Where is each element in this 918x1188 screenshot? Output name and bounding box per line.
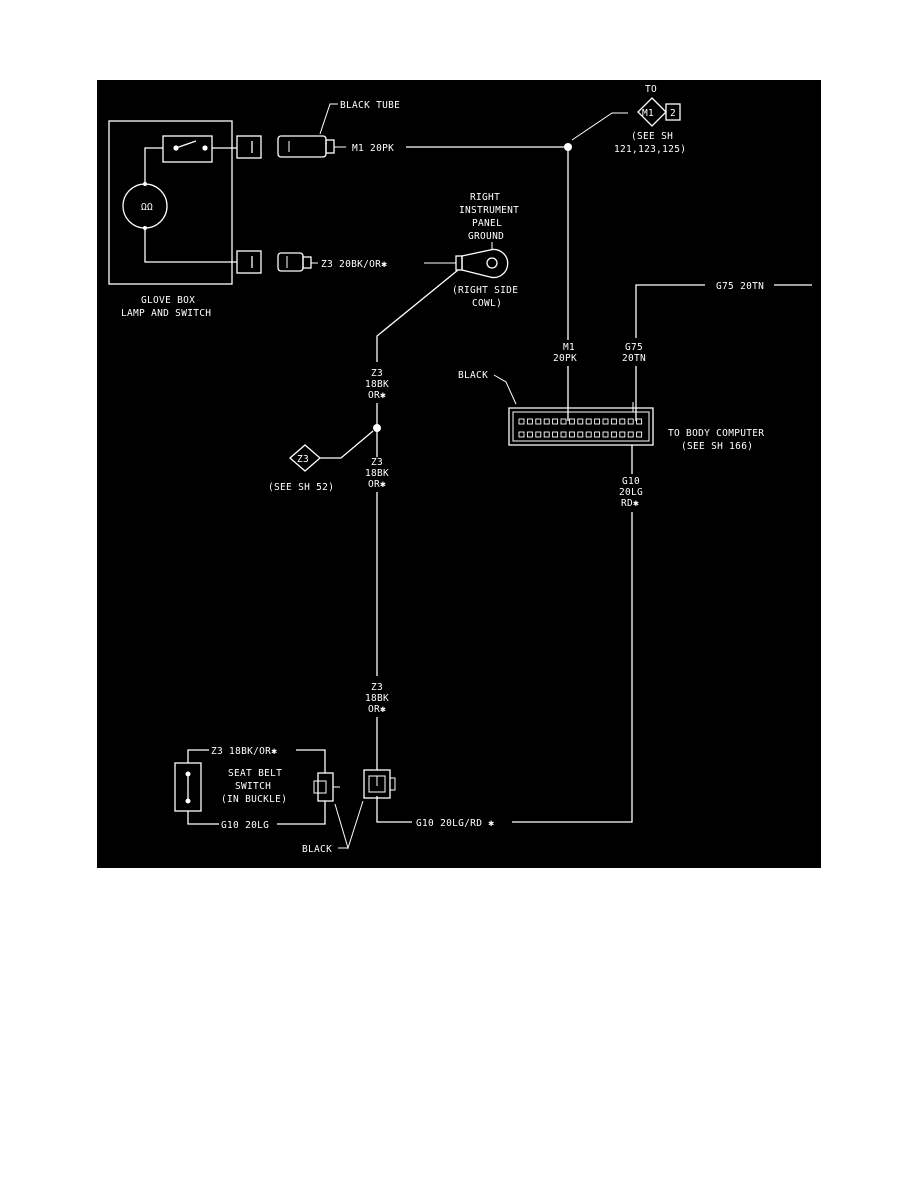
connector-pin (636, 418, 643, 425)
glove-box-assembly: ΩΩ (108, 120, 262, 285)
ground-label-line4: GROUND (468, 231, 504, 242)
seat-belt-label-line3: (IN BUCKLE) (221, 794, 287, 805)
connector-pin (585, 418, 592, 425)
wire-label-z3-b2: 18BK (365, 468, 389, 479)
connector-pin (526, 418, 533, 425)
connector-pin (518, 418, 525, 425)
wire-label-z3-b3: OR✱ (368, 479, 386, 490)
seat-belt-connector-left (313, 772, 340, 802)
connector-pin (535, 418, 542, 425)
diagram-background (97, 80, 821, 868)
connector-pin (594, 418, 601, 425)
to-body-computer-line1: TO BODY COMPUTER (668, 428, 764, 439)
ground-label-line3: PANEL (472, 218, 502, 229)
connector-pin (552, 418, 559, 425)
connector-pin (602, 418, 609, 425)
connector-pin (577, 431, 584, 438)
connector-pin (560, 418, 567, 425)
black-tube-connector (277, 135, 335, 158)
connector-pins-top (518, 418, 643, 425)
z3-diamond-connector (289, 444, 321, 472)
wire-label-z3-18bk-or: Z3 18BK/OR✱ (211, 746, 277, 757)
right-side-cowl-line2: COWL) (472, 298, 502, 309)
ground-eyelet (461, 248, 509, 279)
connector-pin (610, 418, 617, 425)
wire-label-z3-c3: OR✱ (368, 704, 386, 715)
connector-pin (619, 431, 626, 438)
wire-label-m1-mid-2: 20PK (553, 353, 577, 364)
wire-label-z3-a3: OR✱ (368, 390, 386, 401)
body-computer-connector (508, 402, 654, 446)
ground-label-line2: INSTRUMENT (459, 205, 519, 216)
connector-pin (594, 431, 601, 438)
connector-pin (560, 431, 567, 438)
connector-pin (627, 431, 634, 438)
wire-label-z3-a2: 18BK (365, 379, 389, 390)
wire-label-g10-20lg: G10 20LG (221, 820, 269, 831)
wire-label-m1-20pk-top: M1 20PK (352, 143, 394, 154)
wire-label-m1-mid-1: M1 (563, 342, 575, 353)
connector-pin (636, 431, 643, 438)
connector-pin (568, 418, 575, 425)
connector-pin (552, 431, 559, 438)
connector-pin (602, 431, 609, 438)
svg-text:ΩΩ: ΩΩ (141, 202, 153, 213)
m1-diamond-connector (637, 97, 667, 127)
connector-pin (543, 431, 550, 438)
wire-label-z3-b1: Z3 (371, 457, 383, 468)
seat-belt-connector-right (363, 769, 396, 799)
glove-box-label-line2: LAMP AND SWITCH (121, 308, 211, 319)
connector-pin (610, 431, 617, 438)
z3-diamond-label: Z3 (297, 454, 309, 465)
to-label: TO (645, 84, 657, 95)
wire-label-g10-mid-3: RD✱ (621, 498, 639, 509)
seat-belt-label-line1: SEAT BELT (228, 768, 282, 779)
m1-diamond-pin: 2 (670, 108, 676, 119)
connector-pins-bottom (518, 431, 643, 438)
connector-pin (535, 431, 542, 438)
glove-box-terminal-top (236, 135, 262, 159)
glove-box-switch-box (162, 135, 213, 163)
see-sh-52-label: (SEE SH 52) (268, 482, 334, 493)
black-bottom-label: BLACK (302, 844, 332, 855)
right-side-cowl-line1: (RIGHT SIDE (452, 285, 518, 296)
to-body-computer-line2: (SEE SH 166) (681, 441, 753, 452)
glove-box-terminal-bottom (236, 250, 262, 274)
connector-pin (568, 431, 575, 438)
connector-pin (543, 418, 550, 425)
wire-label-z3-20bk-or: Z3 20BK/OR✱ (321, 259, 387, 270)
ground-label-line1: RIGHT (470, 192, 500, 203)
see-sh-121-line1: (SEE SH (631, 131, 673, 142)
wire-label-g75-top: G75 20TN (716, 281, 764, 292)
connector-pin (577, 418, 584, 425)
wire-label-g75-mid-1: G75 (625, 342, 643, 353)
wire-label-g10-mid-2: 20LG (619, 487, 643, 498)
wire-label-g10-20lg-rd: G10 20LG/RD ✱ (416, 818, 494, 829)
see-sh-121-line2: 121,123,125) (614, 144, 686, 155)
connector-pin (627, 418, 634, 425)
black-connector-label: BLACK (458, 370, 488, 381)
wire-label-z3-c1: Z3 (371, 682, 383, 693)
black-tube-label: BLACK TUBE (340, 100, 400, 111)
connector-pin (526, 431, 533, 438)
connector-pin (619, 418, 626, 425)
glove-box-label-line1: GLOVE BOX (141, 295, 195, 306)
wire-label-z3-c2: 18BK (365, 693, 389, 704)
connector-pin (518, 431, 525, 438)
wire-label-z3-a1: Z3 (371, 368, 383, 379)
glove-box-housing (108, 120, 233, 285)
wire-label-g75-mid-2: 20TN (622, 353, 646, 364)
m1-diamond-label: M1 (642, 108, 654, 119)
wire-z3-to-ground (376, 269, 459, 362)
wire-g10-to-seatbelt (512, 512, 633, 823)
connector-pin (585, 431, 592, 438)
splice-z3 (373, 424, 381, 432)
wire-g75-top (635, 284, 705, 338)
wire-label-g10-mid-1: G10 (622, 476, 640, 487)
seat-belt-label-line2: SWITCH (235, 781, 271, 792)
